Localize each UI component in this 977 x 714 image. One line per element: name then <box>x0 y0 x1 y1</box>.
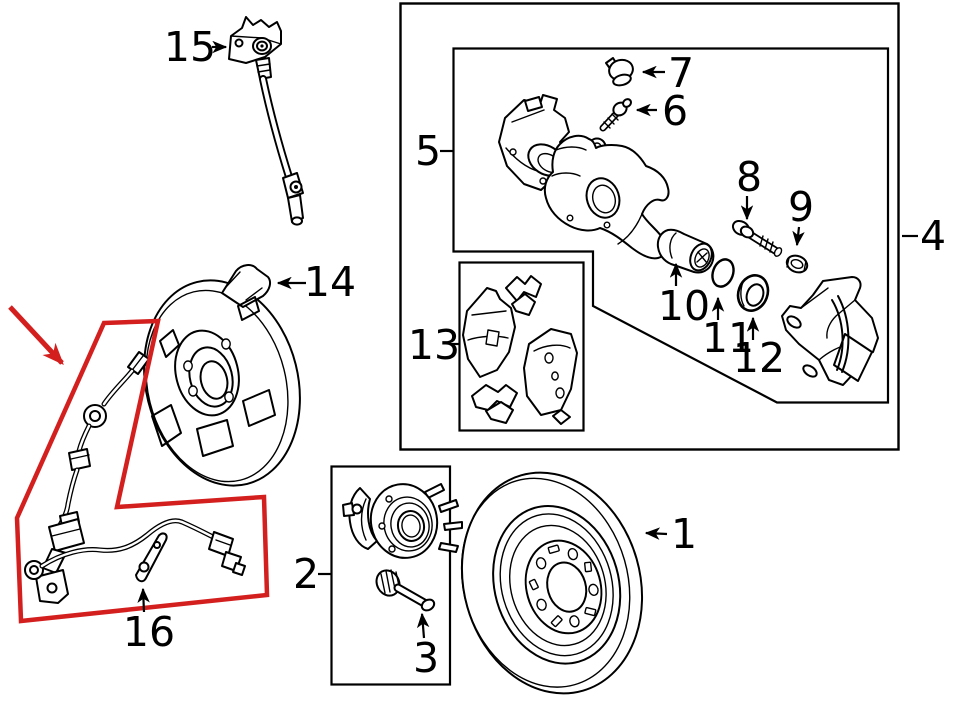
callout-16: 16 <box>123 608 175 656</box>
hub-box-2 <box>330 465 452 686</box>
callout-16-arrow <box>137 587 150 613</box>
callout-9: 9 <box>788 183 814 231</box>
callout-11: 11 <box>702 314 754 362</box>
bleeder-cap-drawing <box>605 57 634 87</box>
callout-7: 7 <box>668 49 694 97</box>
highlight-polygon <box>14 318 270 624</box>
abs-sensor-harness-drawing <box>8 305 270 624</box>
piston-seal-drawing <box>736 274 770 312</box>
highlight-arrow <box>8 305 64 366</box>
bleeder-screw-drawing <box>599 98 632 132</box>
brake-pads-drawing <box>462 275 578 425</box>
rotor-lug-holes <box>528 544 599 628</box>
callout-6: 6 <box>662 87 688 135</box>
callout-3-arrow <box>416 612 430 639</box>
callouts: 1 2 3 4 5 6 7 8 9 10 11 12 13 14 15 16 <box>123 23 946 682</box>
piston-drawing <box>656 228 715 274</box>
wheel-studs <box>424 483 463 553</box>
guide-pin-drawing <box>731 219 783 257</box>
hub-bolt-drawing <box>375 569 436 612</box>
caliper-bracket-drawing <box>781 276 879 386</box>
callout-14: 14 <box>304 258 356 306</box>
dust-shield-drawing <box>143 264 301 487</box>
callout-4: 4 <box>920 212 946 260</box>
callout-8: 8 <box>736 153 762 201</box>
callout-3: 3 <box>413 634 439 682</box>
pin-bushing-drawing <box>785 254 809 274</box>
hub-bearing-drawing <box>342 483 463 559</box>
callout-9-arrow <box>792 226 805 247</box>
upper-sensor-cable <box>35 351 150 604</box>
callout-12: 12 <box>733 334 785 382</box>
brake-rotor-drawing <box>460 471 644 695</box>
callout-15: 15 <box>164 23 216 71</box>
callout-2: 2 <box>293 550 319 598</box>
callout-1: 1 <box>671 510 697 558</box>
brake-pads-box-13 <box>458 261 585 432</box>
caliper-body-drawing <box>543 134 670 260</box>
callout-13: 13 <box>408 321 460 369</box>
outer-assembly-box-4 <box>399 2 900 451</box>
o-ring-drawing <box>711 258 735 288</box>
brake-hose-drawing <box>228 16 304 226</box>
callout-10: 10 <box>658 282 710 330</box>
caliper-group-box-5 <box>452 47 890 404</box>
lower-sensor-cable <box>24 518 246 583</box>
callout-1-arrow <box>644 527 668 540</box>
callout-5: 5 <box>415 127 441 175</box>
